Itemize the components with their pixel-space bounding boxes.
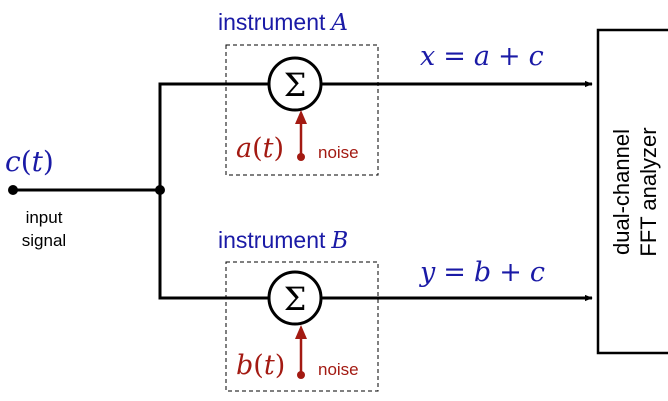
noise-b-func: b — [236, 350, 253, 381]
output-b-plus: + — [499, 257, 522, 288]
noise-a-paren-close: ) — [274, 133, 285, 164]
noise-b-paren-close: ) — [275, 350, 286, 381]
sum-symbol-a: Σ — [284, 66, 307, 104]
instrument-b-letter: B — [330, 228, 348, 254]
output-a-term1: a — [474, 41, 490, 72]
input-arg: t — [32, 145, 44, 178]
output-a-term2: c — [529, 41, 544, 72]
noise-a-func: a — [236, 133, 252, 164]
noise-source-b — [297, 371, 305, 379]
noise-source-a — [297, 153, 305, 161]
noise-arrowhead-b — [295, 325, 307, 339]
instrument-b-box — [225, 261, 379, 392]
instrument-b-word: instrument — [218, 227, 326, 253]
output-b-term1: b — [474, 257, 491, 288]
noise-b-func-label: b(t) — [236, 350, 285, 381]
noise-arrowhead-a — [295, 110, 307, 124]
instrument-a-word: instrument — [218, 9, 326, 35]
noise-b-paren-open: ( — [253, 350, 264, 381]
input-func: c — [5, 145, 21, 178]
noise-a-label: noise — [318, 143, 359, 162]
sum-junction-b — [267, 270, 323, 326]
analyzer-line-2: FFT analyzer — [636, 127, 661, 256]
analyzer-label-group: dual-channel FFT analyzer — [609, 127, 661, 256]
analyzer-box — [596, 28, 668, 355]
output-b-term2: c — [530, 257, 545, 288]
analyzer-line-1: dual-channel — [609, 129, 634, 255]
sum-junction-a — [267, 56, 323, 112]
output-b-lhs: y — [419, 257, 436, 288]
output-a-plus: + — [498, 41, 521, 72]
noise-a-arg: t — [263, 133, 274, 164]
output-a-lhs: x — [420, 41, 435, 72]
instrument-a-letter: A — [329, 10, 348, 36]
input-paren-close: ) — [43, 145, 54, 178]
input-paren-open: ( — [21, 145, 32, 178]
noise-b-label: noise — [318, 360, 359, 379]
output-b-eq: = — [443, 257, 466, 288]
noise-a-func-label: a(t) — [236, 133, 284, 164]
noise-b-arg: t — [264, 350, 275, 381]
instrument-a-box — [225, 44, 379, 176]
input-caption-1: input — [26, 208, 63, 227]
input-label: c(t) — [5, 145, 54, 178]
noise-a-paren-open: ( — [252, 133, 263, 164]
sum-symbol-b: Σ — [284, 280, 307, 318]
output-a-eq: = — [443, 41, 466, 72]
output-b-equation: y= b + c — [419, 257, 545, 288]
input-caption-2: signal — [22, 231, 66, 250]
output-a-equation: x = a + c — [420, 41, 544, 72]
